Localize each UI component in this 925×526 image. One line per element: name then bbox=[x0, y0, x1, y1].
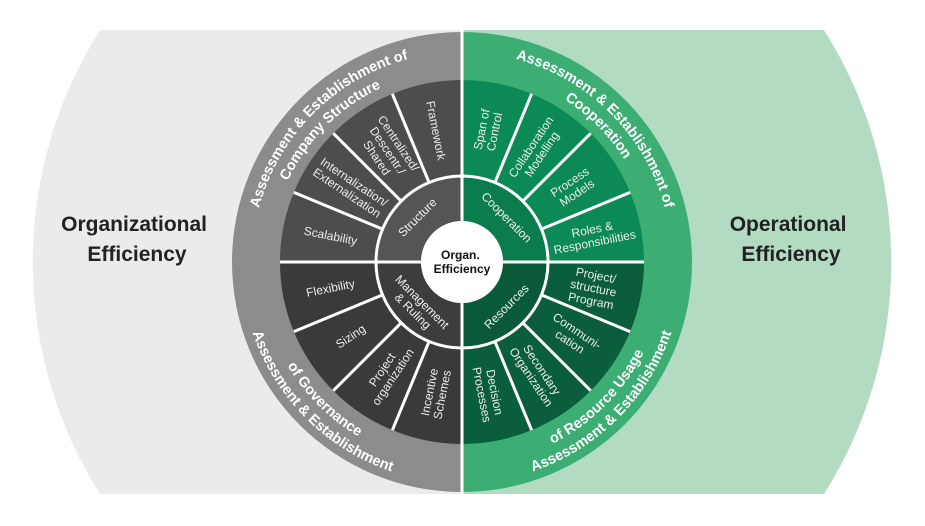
center-circle bbox=[421, 221, 503, 303]
segment bbox=[539, 262, 644, 332]
segment-divider bbox=[332, 320, 404, 392]
title-line: Organizational bbox=[61, 213, 207, 236]
segment-divider bbox=[293, 292, 385, 334]
inner-quadrant bbox=[462, 176, 548, 262]
segment bbox=[521, 294, 631, 391]
title-line: Efficiency bbox=[741, 243, 841, 266]
segment-divider bbox=[520, 320, 592, 392]
segment bbox=[521, 133, 631, 230]
title-line: Efficiency bbox=[87, 243, 187, 266]
segment bbox=[392, 339, 462, 444]
center-label-line: Organ. bbox=[441, 248, 480, 262]
segment-divider bbox=[332, 132, 404, 204]
segment bbox=[494, 321, 591, 431]
segment bbox=[539, 192, 644, 262]
segment-divider bbox=[520, 132, 592, 204]
inner-quadrant bbox=[376, 176, 462, 262]
organizational-efficiency-title: Organizational Efficiency bbox=[61, 213, 213, 266]
segment bbox=[293, 294, 403, 391]
segment-divider bbox=[492, 339, 534, 431]
segment-divider bbox=[390, 339, 432, 431]
segment-divider bbox=[539, 292, 631, 334]
center-label: Organ. Efficiency bbox=[434, 248, 491, 276]
segment bbox=[280, 262, 385, 332]
operational-efficiency-title: Operational Efficiency bbox=[730, 213, 853, 266]
segment bbox=[333, 321, 430, 431]
segment bbox=[293, 133, 403, 230]
segment bbox=[462, 339, 532, 444]
segment-divider bbox=[390, 93, 432, 185]
segment-divider bbox=[492, 93, 534, 185]
inner-quadrant bbox=[376, 262, 462, 348]
segment bbox=[333, 93, 430, 203]
inner-quadrant bbox=[462, 262, 548, 348]
segment bbox=[462, 80, 532, 185]
segment-divider bbox=[539, 190, 631, 232]
segment-divider bbox=[293, 190, 385, 232]
segment bbox=[392, 80, 462, 185]
segment bbox=[280, 192, 385, 262]
segment bbox=[494, 93, 591, 203]
center-label-line: Efficiency bbox=[434, 262, 491, 276]
title-line: Operational bbox=[730, 213, 847, 236]
